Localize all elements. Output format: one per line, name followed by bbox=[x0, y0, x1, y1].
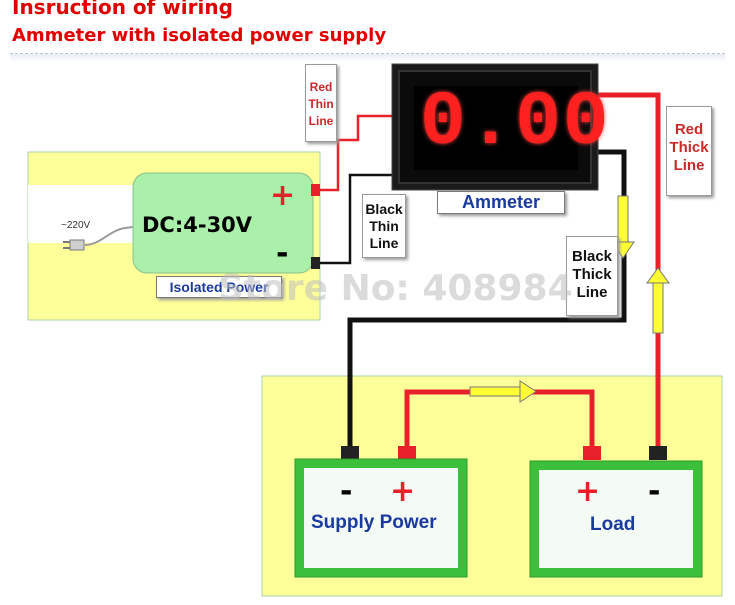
mains-label: ~220V bbox=[61, 220, 91, 231]
black-thick-word-1: Black bbox=[571, 248, 613, 265]
voltage-label: DC:4-30V bbox=[142, 213, 253, 237]
module-minus-terminal bbox=[311, 257, 320, 269]
black-thick-line-label: Black Thick Line bbox=[566, 236, 618, 316]
load-minus-terminal bbox=[649, 446, 667, 460]
red-thick-word-1: Red bbox=[674, 121, 704, 138]
ammeter-label: Ammeter bbox=[437, 191, 565, 214]
red-thin-word-2: Thin bbox=[308, 97, 334, 111]
load-plus-terminal bbox=[583, 446, 601, 460]
ammeter-screen bbox=[414, 86, 578, 170]
flow-arrow-up bbox=[646, 267, 670, 334]
black-thin-word-2: Thin bbox=[369, 218, 399, 234]
red-thin-word-1: Red bbox=[309, 80, 333, 94]
mains-cable bbox=[84, 225, 141, 246]
red-thin-word-3: Line bbox=[308, 114, 334, 128]
isolated-power-label: Isolated Power bbox=[156, 276, 282, 298]
black-thin-word-1: Black bbox=[365, 201, 403, 217]
power-panel-white-band bbox=[28, 185, 138, 243]
header-divider bbox=[10, 53, 725, 54]
diagram-title: Insruction of wiring bbox=[12, 0, 233, 19]
module-plus-sign: + bbox=[270, 178, 296, 213]
ammeter-reading: 0.00 bbox=[420, 80, 611, 166]
module-plus-terminal bbox=[311, 184, 320, 196]
black-thick-word-2: Thick bbox=[572, 266, 612, 283]
plug-icon bbox=[63, 239, 85, 251]
black-thin-wire bbox=[320, 173, 398, 265]
red-thick-word-2: Thick bbox=[669, 139, 709, 156]
black-thin-word-3: Line bbox=[369, 235, 399, 251]
red-thick-word-3: Line bbox=[673, 157, 705, 174]
load-label: Load bbox=[590, 514, 636, 535]
diagram-subtitle: Ammeter with isolated power supply bbox=[12, 25, 387, 46]
isolated-power-module bbox=[132, 172, 314, 274]
supply-minus-sign: - bbox=[340, 474, 353, 509]
black-thick-wire bbox=[347, 149, 627, 450]
supply-battery-face bbox=[304, 468, 458, 568]
load-face bbox=[539, 470, 693, 568]
black-thin-line-label: Black Thin Line bbox=[362, 194, 406, 258]
flow-arrow-right bbox=[469, 380, 537, 403]
red-thin-line-label: Red Thin Line bbox=[305, 64, 337, 142]
load-minus-sign: - bbox=[648, 474, 661, 509]
supply-minus-terminal bbox=[341, 446, 359, 460]
supply-plus-terminal bbox=[398, 446, 416, 460]
store-watermark: Store No: 408984 bbox=[218, 268, 573, 309]
module-minus-sign: - bbox=[276, 236, 289, 271]
red-thick-line-label: Red Thick Line bbox=[666, 106, 712, 196]
header-shade bbox=[10, 54, 725, 62]
supply-power-label: Supply Power bbox=[311, 512, 437, 533]
red-thin-wire bbox=[320, 114, 398, 192]
load-plus-sign: + bbox=[575, 474, 601, 509]
black-thick-word-3: Line bbox=[576, 284, 608, 301]
supply-plus-sign: + bbox=[390, 474, 416, 509]
